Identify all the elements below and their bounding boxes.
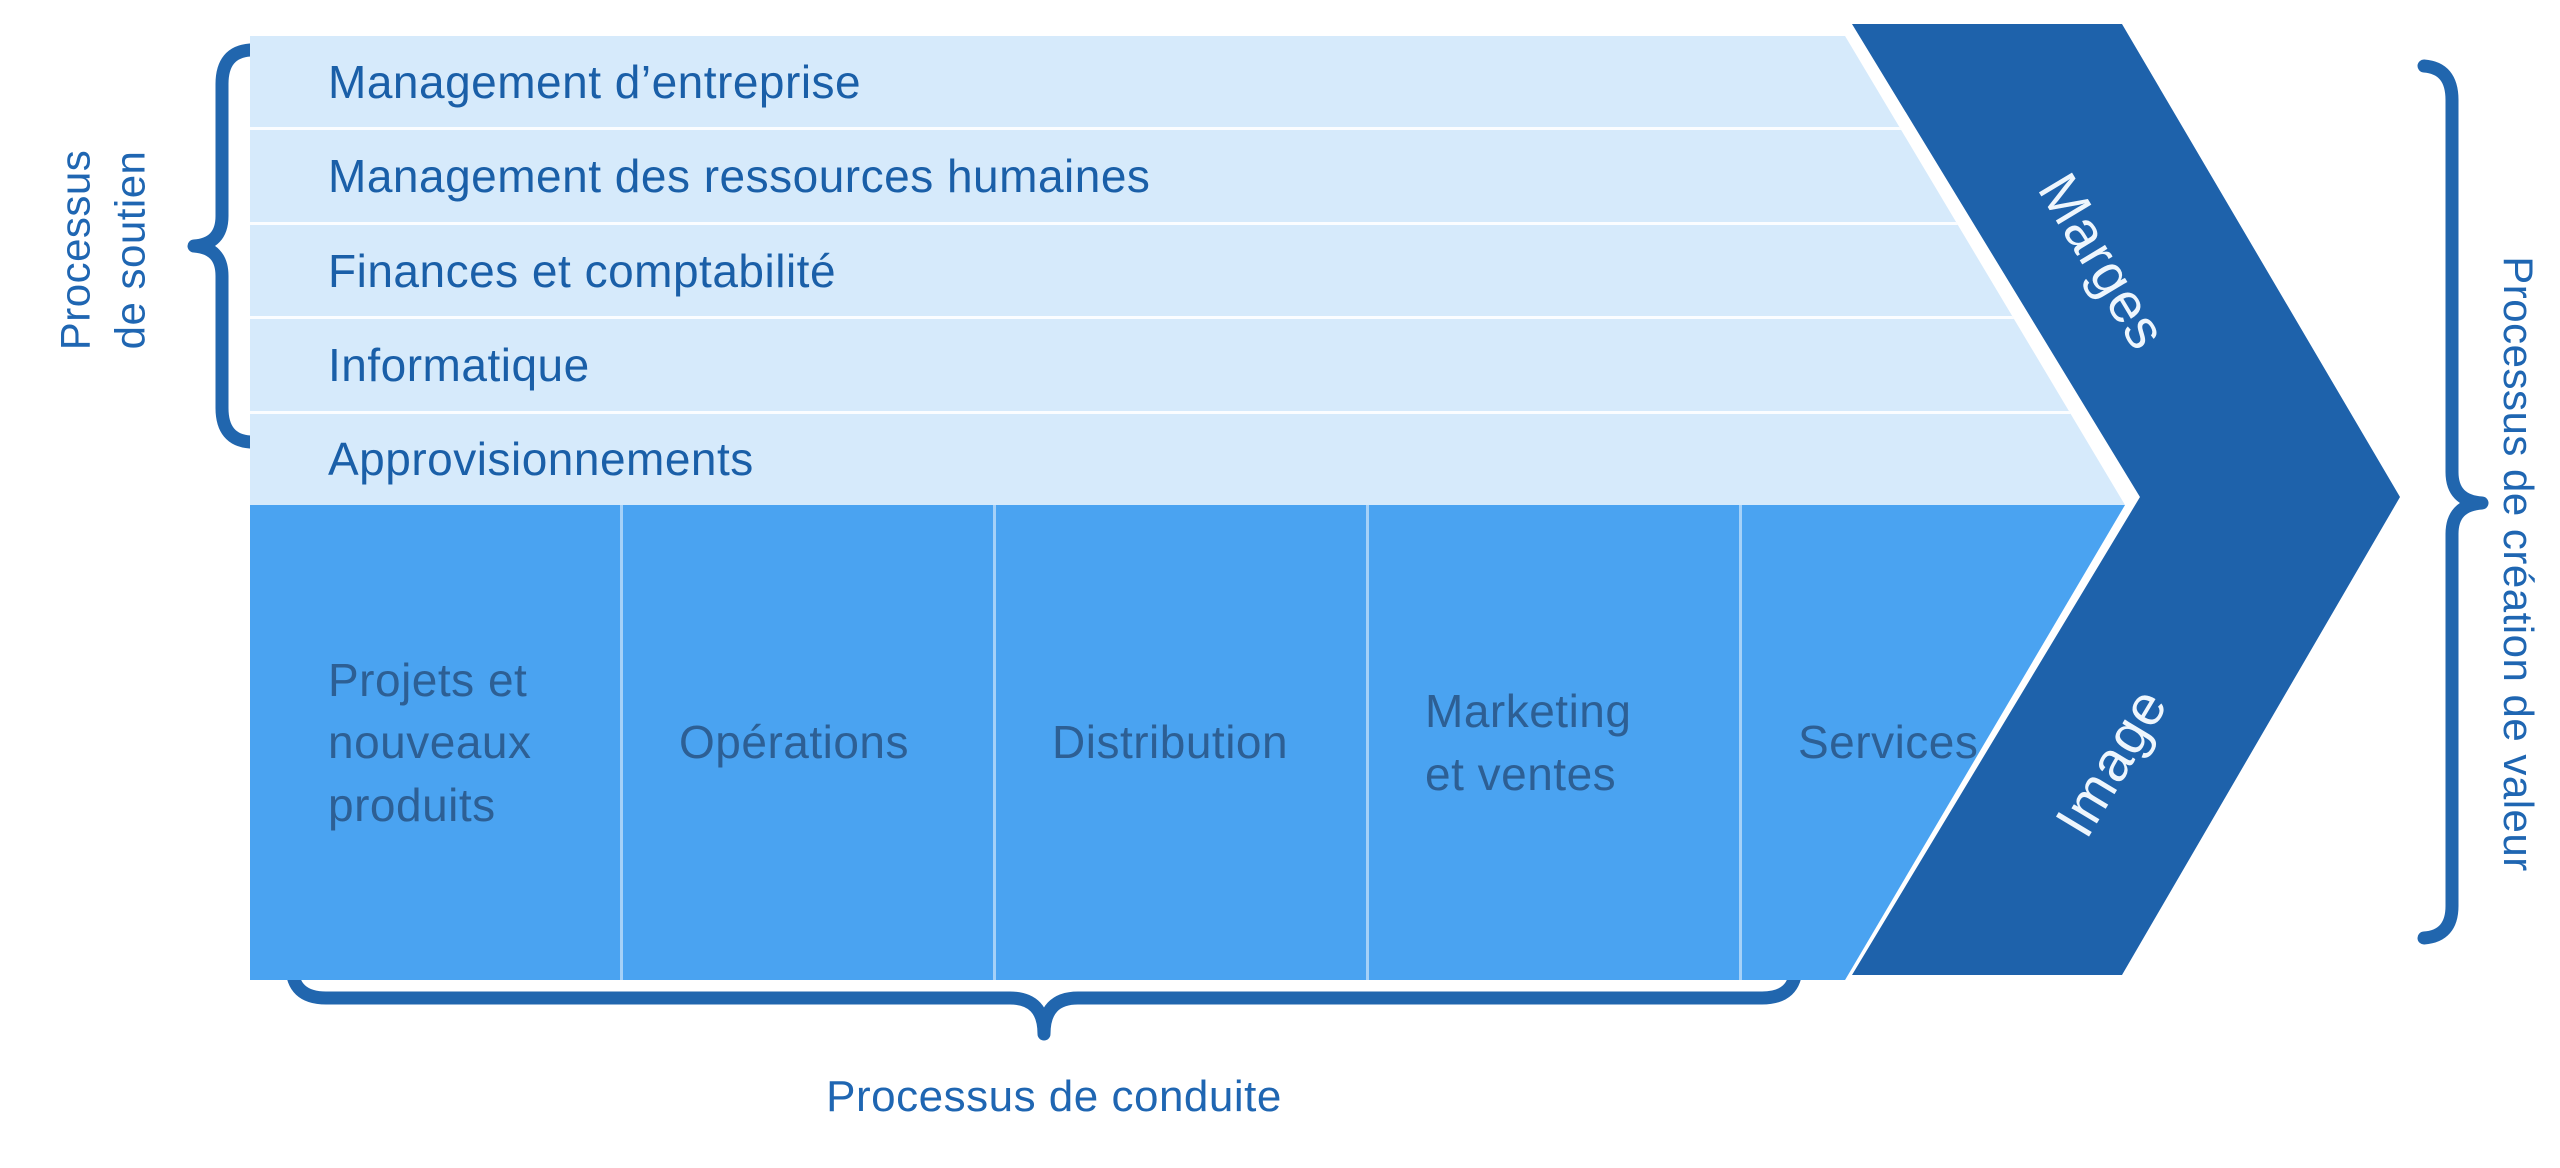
support-row: Management des ressources humaines	[250, 130, 2125, 225]
support-row-label: Approvisionnements	[328, 433, 754, 486]
value-chain-body: Management d’entreprise Management des r…	[250, 36, 2125, 980]
support-rows: Management d’entreprise Management des r…	[250, 36, 2125, 505]
support-row: Approvisionnements	[250, 414, 2125, 505]
primary-column: Services	[1798, 716, 1979, 769]
support-brace-icon	[187, 43, 257, 449]
support-processes-label-line2: de soutien	[106, 150, 153, 350]
primary-columns: Projets et nouveaux produits Opérations …	[250, 505, 2125, 980]
support-row: Finances et comptabilité	[250, 225, 2125, 320]
primary-column: Opérations	[623, 505, 996, 980]
support-row-label: Informatique	[328, 338, 590, 391]
margin-arrow-top-label: Marges	[2026, 162, 2180, 360]
support-row: Management d’entreprise	[250, 36, 2125, 131]
support-row-label: Finances et comptabilité	[328, 244, 837, 297]
support-processes-label-line1: Processus	[51, 149, 99, 351]
value-creation-brace-icon	[2417, 59, 2489, 945]
primary-column: Projets et nouveaux produits	[250, 505, 623, 980]
support-row-label: Management des ressources humaines	[328, 150, 1151, 203]
conduct-brace-icon	[285, 959, 1803, 1041]
support-processes-label: Processus de soutien	[48, 150, 157, 351]
margin-arrow-bottom-label: Image	[2042, 676, 2180, 848]
conduct-processes-label: Processus de conduite	[826, 1072, 1282, 1121]
primary-column: Distribution	[996, 505, 1369, 980]
support-row-label: Management d’entreprise	[328, 55, 862, 108]
primary-column: Marketing et ventes	[1369, 505, 1742, 980]
support-row: Informatique	[250, 319, 2125, 414]
value-creation-processes-label: Processus de création de valeur	[2495, 256, 2542, 872]
